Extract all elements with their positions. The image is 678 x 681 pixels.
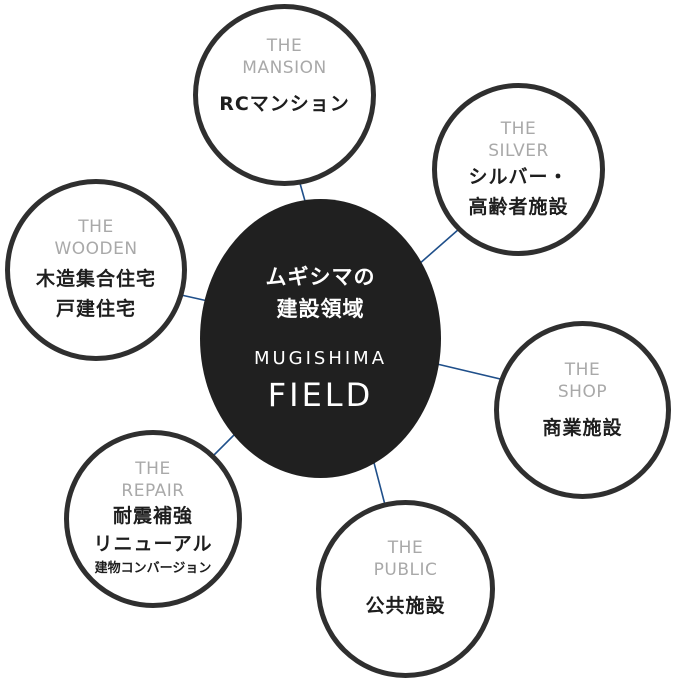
node-repair-jp3: 建物コンバージョン — [94, 561, 212, 576]
node-mansion-jp1: RCマンション — [219, 93, 350, 115]
center-title-line1: ムギシマの — [265, 264, 376, 289]
node-repair-en1: THE — [135, 459, 171, 479]
node-public-jp1: 公共施設 — [365, 595, 446, 617]
node-mansion-en2: MANSION — [242, 58, 327, 78]
node-repair-en2: REPAIR — [121, 481, 185, 501]
node-mansion: THE MANSION RCマンション — [193, 4, 376, 186]
node-shop-jp1: 商業施設 — [542, 417, 623, 439]
node-wooden-en1: THE — [78, 217, 114, 237]
node-silver-jp2: 高齢者施設 — [468, 195, 569, 218]
node-repair-jp1: 耐震補強 — [112, 505, 193, 527]
center-title-line2: 建設領域 — [276, 296, 365, 321]
node-public-en2: PUBLIC — [373, 560, 438, 580]
node-silver-jp1: シルバー・ — [468, 165, 569, 188]
node-shop-en1: THE — [564, 360, 601, 380]
node-mansion-en1: THE — [266, 36, 303, 56]
node-repair-jp2: リニューアル — [93, 533, 213, 555]
node-silver: THE SILVER シルバー・ 高齢者施設 — [432, 83, 605, 256]
center-hub: ムギシマの 建設領域 MUGISHIMA FIELD — [200, 199, 441, 478]
node-repair: THE REPAIR 耐震補強 リニューアル 建物コンバージョン — [64, 430, 242, 608]
node-wooden-en2: WOODEN — [54, 239, 138, 259]
center-en-line2: FIELD — [267, 375, 374, 414]
node-public-en1: THE — [387, 538, 424, 558]
node-public: THE PUBLIC 公共施設 — [316, 500, 495, 678]
node-silver-en2: SILVER — [488, 140, 549, 161]
node-wooden-jp2: 戸建住宅 — [55, 298, 136, 320]
node-wooden-jp1: 木造集合住宅 — [35, 268, 156, 290]
node-wooden: THE WOODEN 木造集合住宅 戸建住宅 — [5, 179, 187, 361]
node-shop: THE SHOP 商業施設 — [494, 321, 671, 499]
node-shop-en2: SHOP — [557, 382, 608, 402]
node-silver-en1: THE — [500, 118, 537, 139]
center-en-line1: MUGISHIMA — [253, 347, 388, 369]
